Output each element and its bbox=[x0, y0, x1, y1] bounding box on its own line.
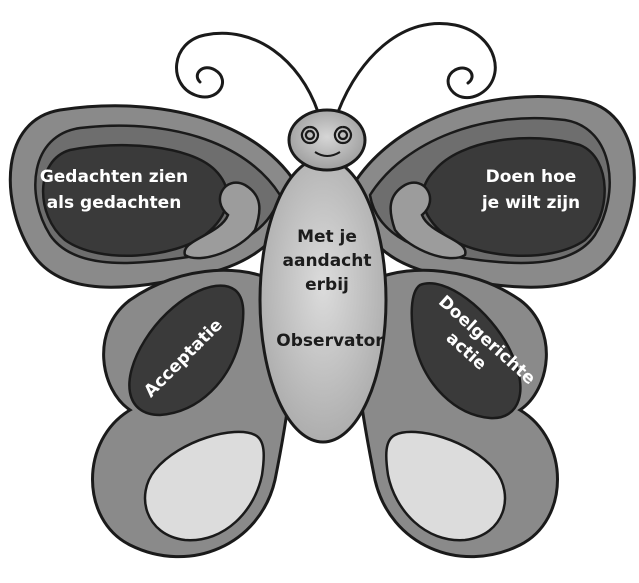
upper-right-label-line2: je wilt zijn bbox=[481, 193, 580, 213]
body-label-line3: erbij bbox=[305, 275, 349, 295]
antennae bbox=[177, 23, 496, 112]
upper-right-label-line1: Doen hoe bbox=[486, 167, 577, 187]
butterfly-body bbox=[260, 158, 386, 442]
butterfly-head bbox=[289, 110, 365, 170]
upper-left-label-line1: Gedachten zien bbox=[40, 167, 188, 187]
right-antenna bbox=[338, 23, 495, 112]
upper-left-label-line2: als gedachten bbox=[47, 193, 182, 213]
upper-right-wing bbox=[350, 97, 634, 288]
left-antenna bbox=[177, 33, 318, 112]
body-label-line1: Met je bbox=[297, 227, 357, 247]
body-lower-label: Observator bbox=[276, 331, 384, 351]
body-label-line2: aandacht bbox=[283, 251, 372, 271]
